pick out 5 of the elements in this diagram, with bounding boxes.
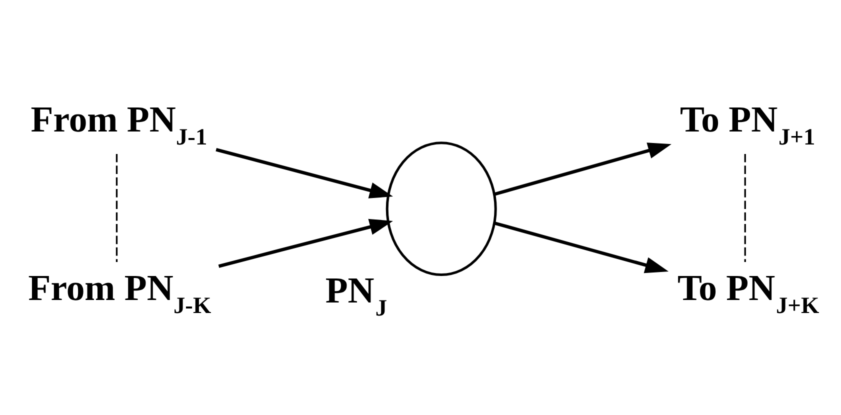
node-label: PN$_{J}$ [325,268,388,321]
node-text: From PN$_{J-K}$ [28,266,212,318]
node-text: To PN$_{J+K}$ [678,266,820,318]
node-text: From PN$_{J-1}$ [30,98,208,150]
node-text: To PN$_{J+1}$ [680,98,816,150]
